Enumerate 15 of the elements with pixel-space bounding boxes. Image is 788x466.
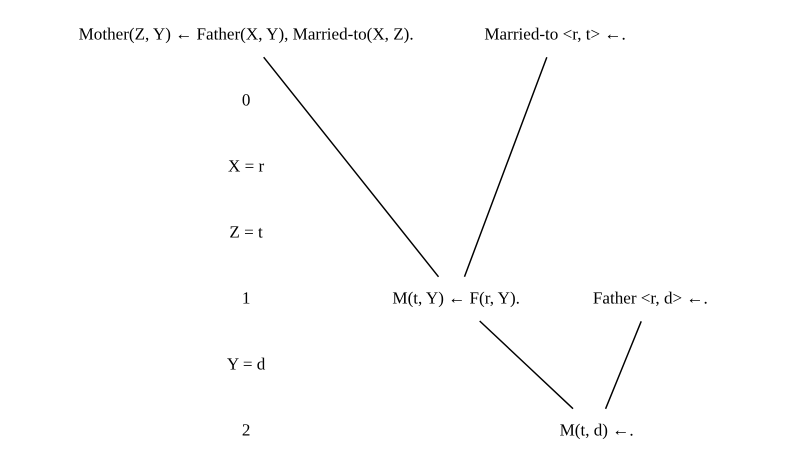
node-text: Married-to <r, t> ←. — [484, 24, 626, 44]
connector — [604, 321, 642, 410]
connector — [262, 56, 439, 278]
node-text: Father <r, d> ←. — [592, 288, 708, 308]
label: X = r — [228, 156, 264, 176]
node-text: M(t, Y) ← F(r, Y). — [392, 288, 520, 308]
connector — [463, 56, 547, 278]
node-text: Mother(Z, Y) ← Father(X, Y), Married-to(X, Z). — [78, 24, 414, 44]
label: 1 — [241, 288, 250, 308]
node-text: M(t, d) ←. — [559, 420, 634, 440]
connector — [478, 320, 574, 410]
label: Y = d — [226, 354, 265, 374]
label: 0 — [241, 90, 250, 110]
label: Z = t — [228, 222, 262, 242]
label: 2 — [241, 420, 250, 440]
